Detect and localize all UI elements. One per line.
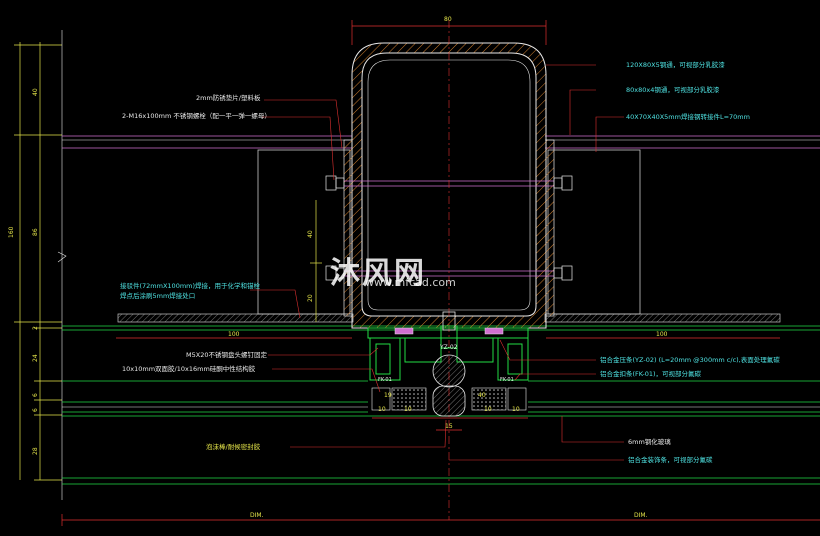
label-screws: M5X20不锈钢盘头螺钉固定 [186, 351, 267, 359]
dim-v40: 40 [32, 88, 39, 96]
label-steel-80x80: 80x80x4钢通，可视部分乳胶漆 [626, 86, 720, 94]
leader-lines [250, 64, 624, 461]
side-plate-right [545, 139, 555, 317]
label-connector-line2: 焊点后涂刷5mm焊接处口 [120, 292, 196, 300]
base-plate-left [117, 313, 354, 323]
dim-v6a: 6 [32, 393, 39, 397]
dim-v24: 24 [32, 354, 39, 362]
label-sealant: 10x10mm双面胶/10x16mm硅酮中性结构胶 [122, 365, 256, 373]
dim-v40b: 40 [307, 230, 314, 238]
dim-10a: 10 [378, 406, 386, 413]
dim-v2: 2 [32, 326, 39, 330]
dim-dim-right: DIM. [634, 512, 648, 519]
dim-left-100: 100 [228, 331, 240, 338]
dim-10c: 10 [484, 406, 492, 413]
dim-right-100: 100 [656, 331, 668, 338]
aluminium-profile [367, 325, 529, 381]
watermark-logo: 沐风网 [330, 256, 426, 291]
dim-v28: 28 [32, 447, 39, 455]
label-steel-120x80: 120X80X5钢通，可视部分乳胶漆 [626, 61, 725, 69]
dim-dim-left: DIM. [250, 512, 264, 519]
bottom-dimensions [61, 337, 820, 526]
dim-v160: 160 [8, 226, 15, 238]
label-bolts: 2-M16x100mm 不锈钢螺栓（配一平一弹一螺母） [122, 112, 271, 120]
label-angle-connector: 40X70X40X5mm焊接钢转接件L=70mm [626, 113, 750, 121]
dim-v86: 86 [32, 228, 39, 236]
profile-code-yz02: YZ-02 [440, 344, 458, 351]
dim-10b: 10 [404, 406, 412, 413]
left-dimension-chain [14, 42, 62, 481]
side-plate-left [343, 139, 353, 317]
dim-19: 19 [384, 392, 392, 399]
dim-10d: 10 [512, 406, 520, 413]
dim-15: 15 [445, 423, 453, 430]
base-plate-right [544, 313, 781, 323]
profile-code-fk01-right: FK-01 [500, 377, 514, 383]
label-cover-cap: 铝合金扣条(FK-01)，可视部分氟碳 [600, 370, 702, 378]
dim-v6b: 6 [32, 408, 39, 412]
sealant-blocks [371, 387, 527, 411]
label-pressure-plate: 铝合金压条(YZ-02) (L=20mm @300mm c/c),表面处理氟碳 [600, 356, 780, 364]
top-dimension [351, 20, 547, 45]
gaskets [394, 327, 504, 335]
foam-rods [432, 354, 466, 417]
steel-bands [62, 135, 820, 149]
label-connector-line1: 接驳件(72mmX100mm)焊接，用于化学和锚栓 [120, 282, 261, 290]
profile-code-fk01-left: FK-01 [378, 377, 392, 383]
dim-top-80: 80 [444, 16, 452, 23]
label-anti-corrosion-pad: 2mm防锈垫片/塑料板 [196, 94, 261, 102]
label-foam-rod: 泡沫棒/耐候密封胶 [206, 443, 261, 451]
label-glass: 6mm钢化玻璃 [628, 438, 671, 446]
label-decorative-strip: 铝合金装饰条，可视部分氟碳 [628, 456, 713, 464]
dim-v20: 20 [307, 294, 314, 302]
dim-40: 40 [478, 392, 486, 399]
watermark-url: www.mfcad.com [365, 276, 456, 289]
